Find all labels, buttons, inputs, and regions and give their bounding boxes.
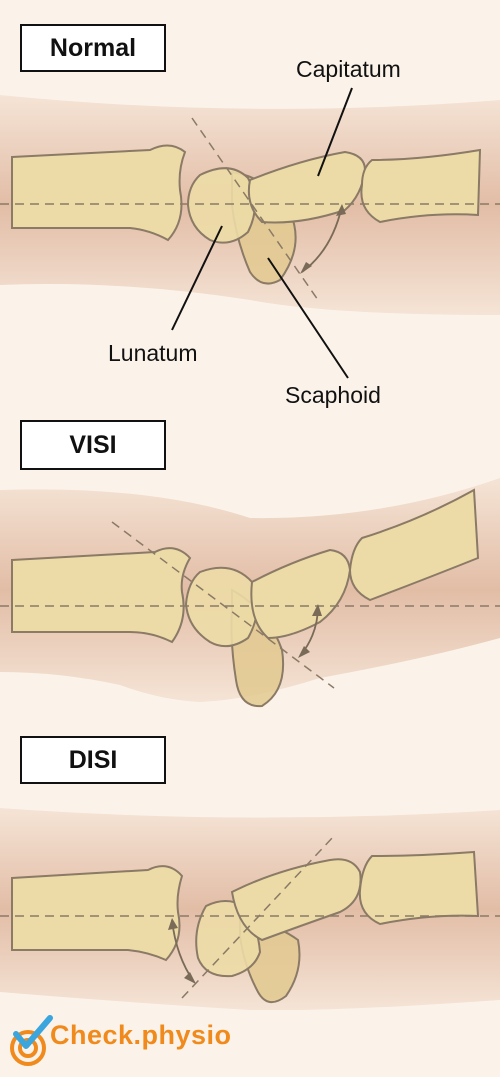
lunatum-label: Lunatum (108, 340, 198, 366)
scaphoid-axis (191, 117, 319, 301)
metacarpal-bone (358, 850, 480, 926)
lunate-bone (184, 566, 259, 648)
lunatum-leader (171, 225, 223, 331)
capitatum-label: Capitatum (296, 56, 401, 82)
panel-normal: Normal Capitatum Lunatum Scaphoid (0, 0, 500, 410)
lunate-bone (186, 167, 256, 244)
panel-label: Normal (20, 24, 166, 72)
check-target-icon (10, 1015, 53, 1066)
capitate-bone (230, 858, 362, 942)
radius-bone (11, 547, 192, 644)
panel-disi: DISI (0, 730, 500, 1010)
visi-wrist-illustration (0, 478, 500, 708)
normal-wrist-illustration (0, 87, 500, 379)
scaphoid-label: Scaphoid (285, 382, 381, 408)
scaphoid-axis (181, 835, 335, 999)
brand-name: Check.physio (50, 1020, 232, 1050)
metacarpal-bone (348, 488, 480, 602)
panel-visi: VISI (0, 410, 500, 730)
capitatum-leader (317, 87, 353, 177)
disi-wrist-illustration (0, 808, 500, 1010)
scaphoid-axis (111, 521, 335, 689)
panel-label: VISI (20, 420, 166, 470)
metacarpal-bone (360, 148, 482, 224)
brand-logo (8, 1012, 268, 1072)
radius-bone (11, 865, 184, 962)
panel-label: DISI (20, 736, 166, 784)
radius-bone (11, 144, 187, 242)
capitate-bone (250, 548, 352, 640)
scaphoid-leader (267, 257, 349, 379)
